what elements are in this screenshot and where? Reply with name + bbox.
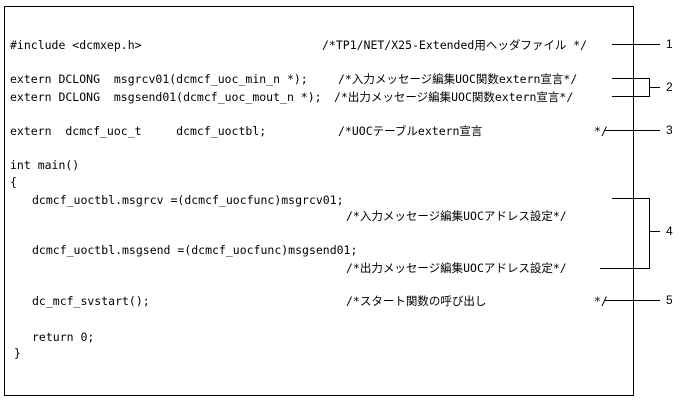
callout-leader-5 bbox=[604, 300, 660, 301]
callout-leader-1 bbox=[612, 44, 660, 45]
callout-number-3: 3 bbox=[666, 123, 673, 137]
code-line-extern-uoctbl: extern dcmcf_uoc_t dcmcf_uoctbl; bbox=[10, 124, 267, 138]
callout-leader-3 bbox=[604, 130, 660, 131]
code-line-extern-msgsend: extern DCLONG msgsend01(dcmcf_uoc_mout_n… bbox=[10, 90, 322, 104]
callout-number-5: 5 bbox=[666, 293, 673, 307]
callout-bracket-2-top bbox=[612, 78, 650, 79]
code-line-assign-msgsend: dcmcf_uoctbl.msgsend =(dcmcf_uocfunc)msg… bbox=[32, 243, 358, 257]
comment-extern-msgrcv: /*入力メッセージ編集UOC関数extern宣言*/ bbox=[338, 72, 578, 86]
comment-svstart-end: */ bbox=[594, 294, 608, 308]
comment-extern-uoctbl: /*UOCテーブルextern宣言 bbox=[338, 124, 483, 138]
code-line-extern-msgrcv: extern DCLONG msgrcv01(dcmcf_uoc_min_n *… bbox=[10, 72, 308, 86]
callout-bracket-4-top bbox=[612, 198, 650, 199]
code-line-main: int main() bbox=[10, 158, 80, 172]
comment-extern-uoctbl-end: */ bbox=[594, 124, 608, 138]
callout-bracket-4-vertical bbox=[649, 198, 650, 269]
code-line-include: #include <dcmxep.h> bbox=[10, 38, 142, 52]
code-listing-frame bbox=[4, 6, 634, 396]
callout-bracket-2-bottom bbox=[612, 96, 650, 97]
code-line-brace-close: } bbox=[14, 346, 21, 360]
comment-assign-msgsend: /*出力メッセージ編集UOCアドレス設定*/ bbox=[346, 261, 567, 275]
comment-extern-msgsend: /*出力メッセージ編集UOC関数extern宣言*/ bbox=[334, 90, 574, 104]
callout-number-4: 4 bbox=[666, 224, 673, 238]
callout-leader-2 bbox=[649, 87, 660, 88]
code-line-svstart: dc_mcf_svstart(); bbox=[32, 294, 150, 308]
comment-svstart: /*スタート関数の呼び出し bbox=[346, 294, 487, 308]
code-line-return: return 0; bbox=[32, 330, 95, 344]
callout-number-1: 1 bbox=[666, 37, 673, 51]
callout-leader-4 bbox=[649, 231, 660, 232]
callout-number-2: 2 bbox=[666, 80, 673, 94]
comment-include: /*TP1/NET/X25-Extended用ヘッダファイル */ bbox=[322, 38, 588, 52]
callout-bracket-4-bottom bbox=[600, 268, 650, 269]
code-line-assign-msgrcv: dcmcf_uoctbl.msgrcv =(dcmcf_uocfunc)msgr… bbox=[32, 193, 344, 207]
comment-assign-msgrcv: /*入力メッセージ編集UOCアドレス設定*/ bbox=[346, 209, 567, 223]
code-line-brace-open: { bbox=[10, 175, 17, 189]
